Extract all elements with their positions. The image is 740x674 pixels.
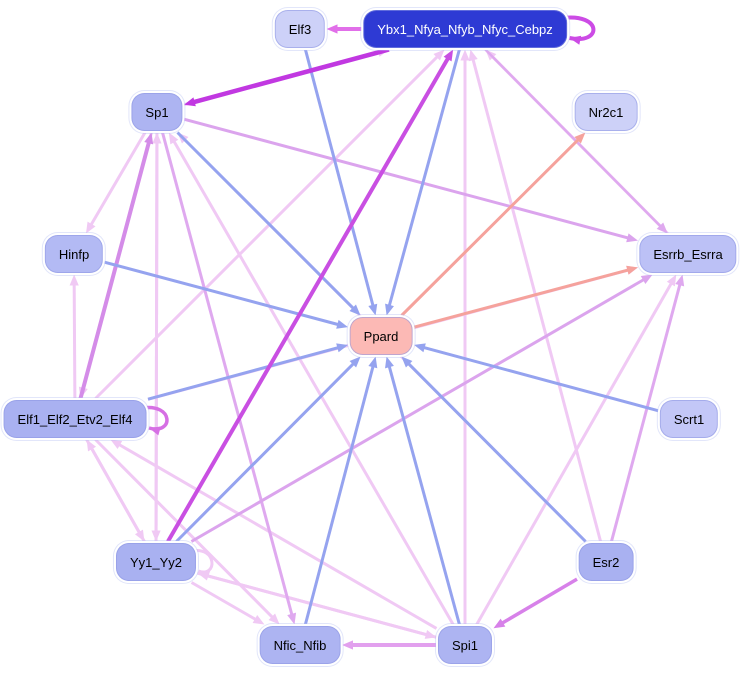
edge-yy1-elf1: [88, 444, 146, 543]
edge-elf1-elf1-arrowhead: [149, 426, 161, 436]
edge-spi1-esrrb: [475, 279, 675, 626]
edge-ppard-esrrb: [413, 267, 632, 329]
edge-elf1-ppard: [147, 345, 342, 401]
edge-yy1-nfic: [190, 581, 260, 623]
edge-elf1-nfic: [94, 438, 276, 621]
edge-yy1-ppard: [175, 360, 357, 543]
node-ppard: Ppard: [349, 317, 413, 355]
edge-sp1-hinfp-arrowhead: [85, 221, 96, 234]
edge-yy1-elf1-arrowhead: [86, 439, 97, 452]
edge-yy1-yy1-arrowhead: [198, 570, 211, 580]
edge-ybx1-ybx1: [562, 15, 596, 41]
node-elf3: Elf3: [274, 10, 326, 48]
edge-ybx1-sp1: [190, 47, 390, 106]
edge-ybx1-ybx1-arrowhead: [569, 35, 582, 45]
edge-yy1-esrrb: [190, 276, 648, 543]
edge-nfic-ppard-arrowhead: [368, 356, 378, 369]
edge-ybx1-ppard: [387, 49, 461, 310]
edge-esr2-ybx1: [470, 55, 603, 542]
node-scrt1: Scrt1: [659, 400, 719, 438]
edge-spi1-esrrb-arrowhead: [666, 274, 677, 287]
edge-ppard-nr2c1-arrowhead: [574, 132, 586, 144]
node-nr2c1: Nr2c1: [574, 93, 638, 131]
edge-spi1-ppard: [386, 362, 461, 625]
edge-spi1-sp1-arrowhead: [168, 132, 179, 145]
edge-sp1-ppard-arrowhead: [349, 304, 361, 316]
edge-ybx1-esrrb-arrowhead: [656, 222, 668, 234]
node-hinfp: Hinfp: [44, 235, 104, 273]
edge-sp1-hinfp: [88, 131, 147, 229]
edge-esr2-esrrb: [610, 280, 683, 542]
edge-yy1-spi1-arrowhead: [424, 630, 437, 639]
edge-yy1-nfic-arrowhead: [252, 615, 265, 625]
edge-elf1-hinfp: [72, 281, 77, 399]
edge-elf1-ppard-arrowhead: [336, 343, 348, 353]
edge-yy1-ybx1: [166, 54, 452, 543]
edge-elf1-nfic-arrowhead: [268, 613, 280, 625]
edge-yy1-ybx1-arrowhead: [443, 49, 454, 62]
edge-nfic-ppard: [303, 362, 376, 625]
edge-ppard-esrrb-arrowhead: [626, 265, 638, 275]
edge-esr2-ppard: [405, 360, 587, 543]
node-yy1-yy2: Yy1_Yy2: [115, 543, 197, 581]
edge-scrt1-ppard-arrowhead: [414, 343, 426, 353]
edge-sp1-esrrb-arrowhead: [626, 233, 638, 243]
edge-esr2-spi1-arrowhead: [493, 618, 506, 629]
edge-spi1-elf1: [115, 441, 438, 630]
edge-elf3-ppard: [303, 49, 376, 310]
node-spi1: Spi1: [437, 626, 493, 664]
edge-esr2-esrrb-arrowhead: [675, 274, 685, 287]
edge-elf3-ppard-arrowhead: [368, 303, 378, 316]
edge-yy1-sp1: [154, 139, 159, 542]
edge-ybx1-esrrb: [484, 48, 664, 230]
edge-sp1-esrrb: [183, 117, 632, 241]
edge-elf1-ybx1: [94, 53, 441, 400]
edge-scrt1-ppard: [420, 345, 659, 413]
edge-yy1-ppard-arrowhead: [349, 356, 361, 368]
edge-yy1-sp1-arrowhead: [152, 132, 162, 144]
node-nfic-nfib: Nfic_Nfib: [259, 626, 341, 664]
edge-hinfp-ppard: [104, 260, 342, 327]
edge-elf1-sp1: [78, 138, 152, 400]
edge-spi1-ppard-arrowhead: [385, 356, 394, 369]
edge-esr2-ybx1-arrowhead: [468, 49, 478, 62]
edge-ybx1-sp1-arrowhead: [184, 97, 196, 107]
edge-spi1-sp1: [171, 137, 455, 626]
edge-yy1-esrrb-arrowhead: [640, 274, 653, 284]
node-sp1: Sp1: [131, 93, 183, 131]
edge-esr2-spi1: [498, 577, 578, 627]
edge-ppard-nr2c1: [400, 136, 582, 317]
edge-spi1-nfic-arrowhead: [342, 640, 353, 650]
edge-sp1-ppard: [176, 131, 357, 312]
node-elf1-elf2-etv2-elf4: Elf1_Elf2_Etv2_Elf4: [3, 400, 147, 438]
node-esr2: Esr2: [578, 543, 634, 581]
edge-hinfp-ppard-arrowhead: [336, 319, 348, 329]
edge-yy1-spi1: [197, 571, 431, 637]
edge-sp1-nfic: [161, 132, 295, 619]
edge-spi1-elf1-arrowhead: [110, 439, 123, 449]
node-esrrb-esrra: Esrrb_Esrra: [639, 235, 737, 273]
edge-esr2-ppard-arrowhead: [401, 356, 413, 368]
node-ybx1-nfya-nfyb-nfyc-cebpz: Ybx1_Nfya_Nfyb_Nfyc_Cebpz: [363, 10, 567, 48]
edge-sp1-nfic-arrowhead: [287, 612, 297, 625]
edge-elf1-ybx1-arrowhead: [433, 49, 445, 61]
edge-ybx1-elf3-arrowhead: [326, 24, 338, 34]
edge-elf1-hinfp-arrowhead: [69, 274, 79, 286]
edge-ybx1-ppard-arrowhead: [385, 303, 394, 316]
edge-elf1-sp1-arrowhead: [144, 132, 154, 145]
edge-spi1-ybx1-arrowhead: [460, 49, 470, 61]
